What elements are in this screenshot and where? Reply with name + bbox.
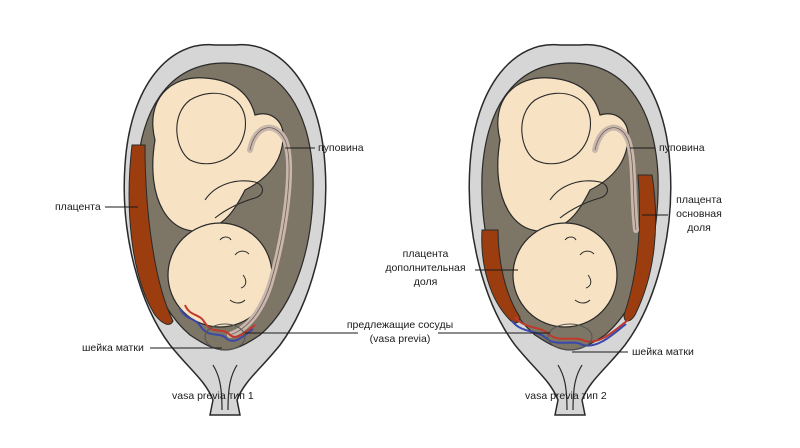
label-vasa-previa-line2: (vasa previa) — [369, 333, 431, 345]
label-placenta-main-l3: доля — [687, 222, 711, 234]
label-umbilical-cord-2: пуповина — [659, 142, 705, 154]
label-placenta-accessory: плацента дополнительная доля — [378, 247, 473, 289]
panel-2 — [468, 43, 672, 416]
vessel-highlight-2 — [547, 323, 593, 351]
caption-panel-2: vasa previa тип 2 — [525, 390, 607, 402]
label-placenta-accessory-l3: доля — [413, 276, 438, 288]
label-vasa-previa-line1: предлежащие сосуды — [346, 319, 454, 331]
label-placenta-main-l1: плацента — [676, 194, 722, 206]
label-umbilical-cord-1: пуповина — [318, 142, 364, 154]
vessel-blue — [179, 308, 254, 342]
caption-panel-1: vasa previa тип 1 — [172, 390, 254, 402]
label-placenta-main: плацента основная доля — [664, 193, 734, 235]
vessel-red-2 — [514, 316, 629, 343]
label-cervix-2: шейка матки — [632, 346, 694, 358]
label-placenta-1: плацента — [55, 201, 101, 213]
leader-lines — [105, 147, 668, 353]
placenta-accessory-lobe — [481, 229, 521, 324]
vessel-blue-2 — [511, 320, 627, 347]
placenta-left — [128, 144, 174, 325]
vessel-highlight — [204, 323, 246, 351]
label-vasa-previa: предлежащие сосуды (vasa previa) — [345, 318, 455, 346]
label-placenta-main-l2: основная — [676, 208, 722, 220]
vessel-red — [184, 304, 256, 338]
label-cervix-1: шейка матки — [82, 342, 144, 354]
panel-1 — [123, 43, 327, 416]
label-placenta-accessory-l1: плацента — [402, 248, 449, 260]
label-placenta-accessory-l2: дополнительная — [385, 262, 466, 274]
